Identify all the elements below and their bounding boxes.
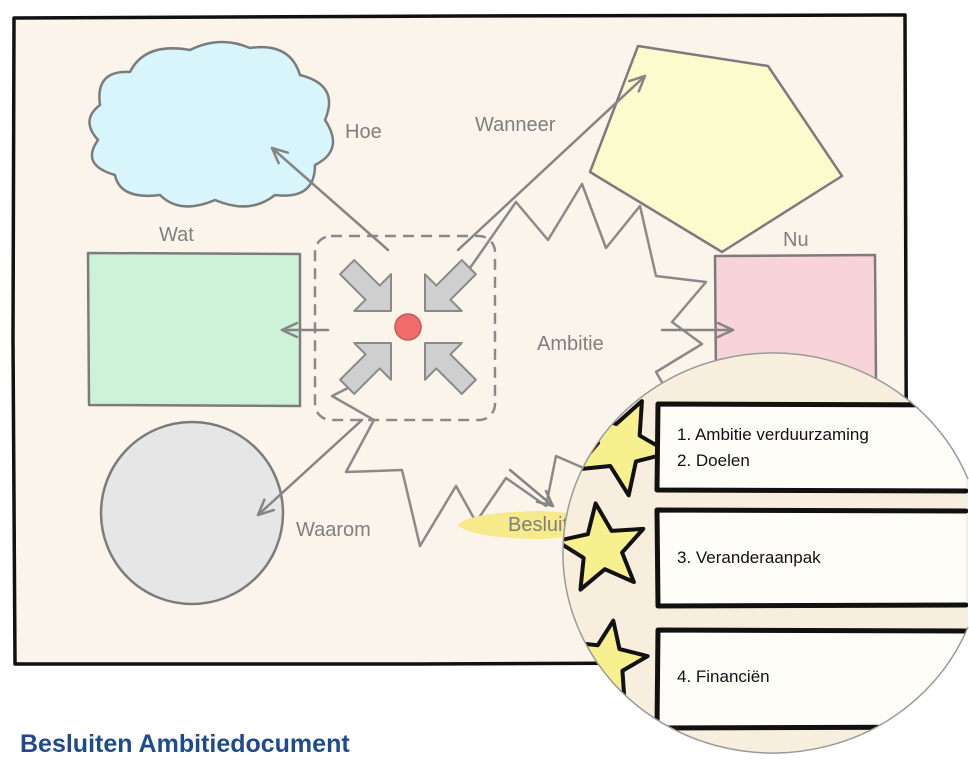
arrow-to-besluit: [508, 468, 555, 508]
besluit-oval: [458, 511, 590, 539]
agenda-item-3: 3. Veranderaanpak: [677, 548, 821, 567]
pentagon-shape: [588, 44, 844, 254]
magnifier-outline: [562, 352, 969, 754]
arrow-to-hoe: [270, 146, 390, 252]
green-rectangle: [86, 251, 302, 408]
agenda-item-4: 4. Financiën: [677, 667, 770, 686]
arrow-to-waarom: [256, 418, 364, 517]
cloud-shape: [88, 40, 335, 208]
agenda-box-3: [654, 627, 968, 731]
arrow-to-wanneer: [456, 74, 647, 252]
inward-arrow-top-right: [424, 259, 477, 312]
agenda-item-2: 2. Doelen: [677, 451, 750, 470]
page-title: Besluiten Ambitiedocument: [20, 730, 350, 758]
dashed-focus-box: [313, 234, 497, 422]
label-wat: Wat: [159, 224, 194, 246]
label-wanneer: Wanneer: [475, 114, 556, 136]
label-hoe: Hoe: [345, 121, 382, 143]
agenda-box-1: [654, 401, 968, 494]
agenda-box-2: [654, 507, 968, 609]
red-center-dot: [394, 313, 422, 341]
agenda-item-1: 1. Ambitie verduurzaming: [677, 425, 869, 444]
star-icon: [562, 501, 646, 592]
inward-arrow-bottom-right: [424, 342, 477, 395]
inward-arrow-top-left: [339, 259, 392, 312]
label-ambitie: Ambitie: [537, 333, 604, 355]
label-nu: Nu: [783, 229, 809, 251]
label-besluit: Besluit: [508, 514, 568, 536]
label-waarom: Waarom: [296, 519, 371, 541]
gray-circle: [99, 420, 285, 606]
inward-arrow-bottom-left: [339, 342, 392, 395]
